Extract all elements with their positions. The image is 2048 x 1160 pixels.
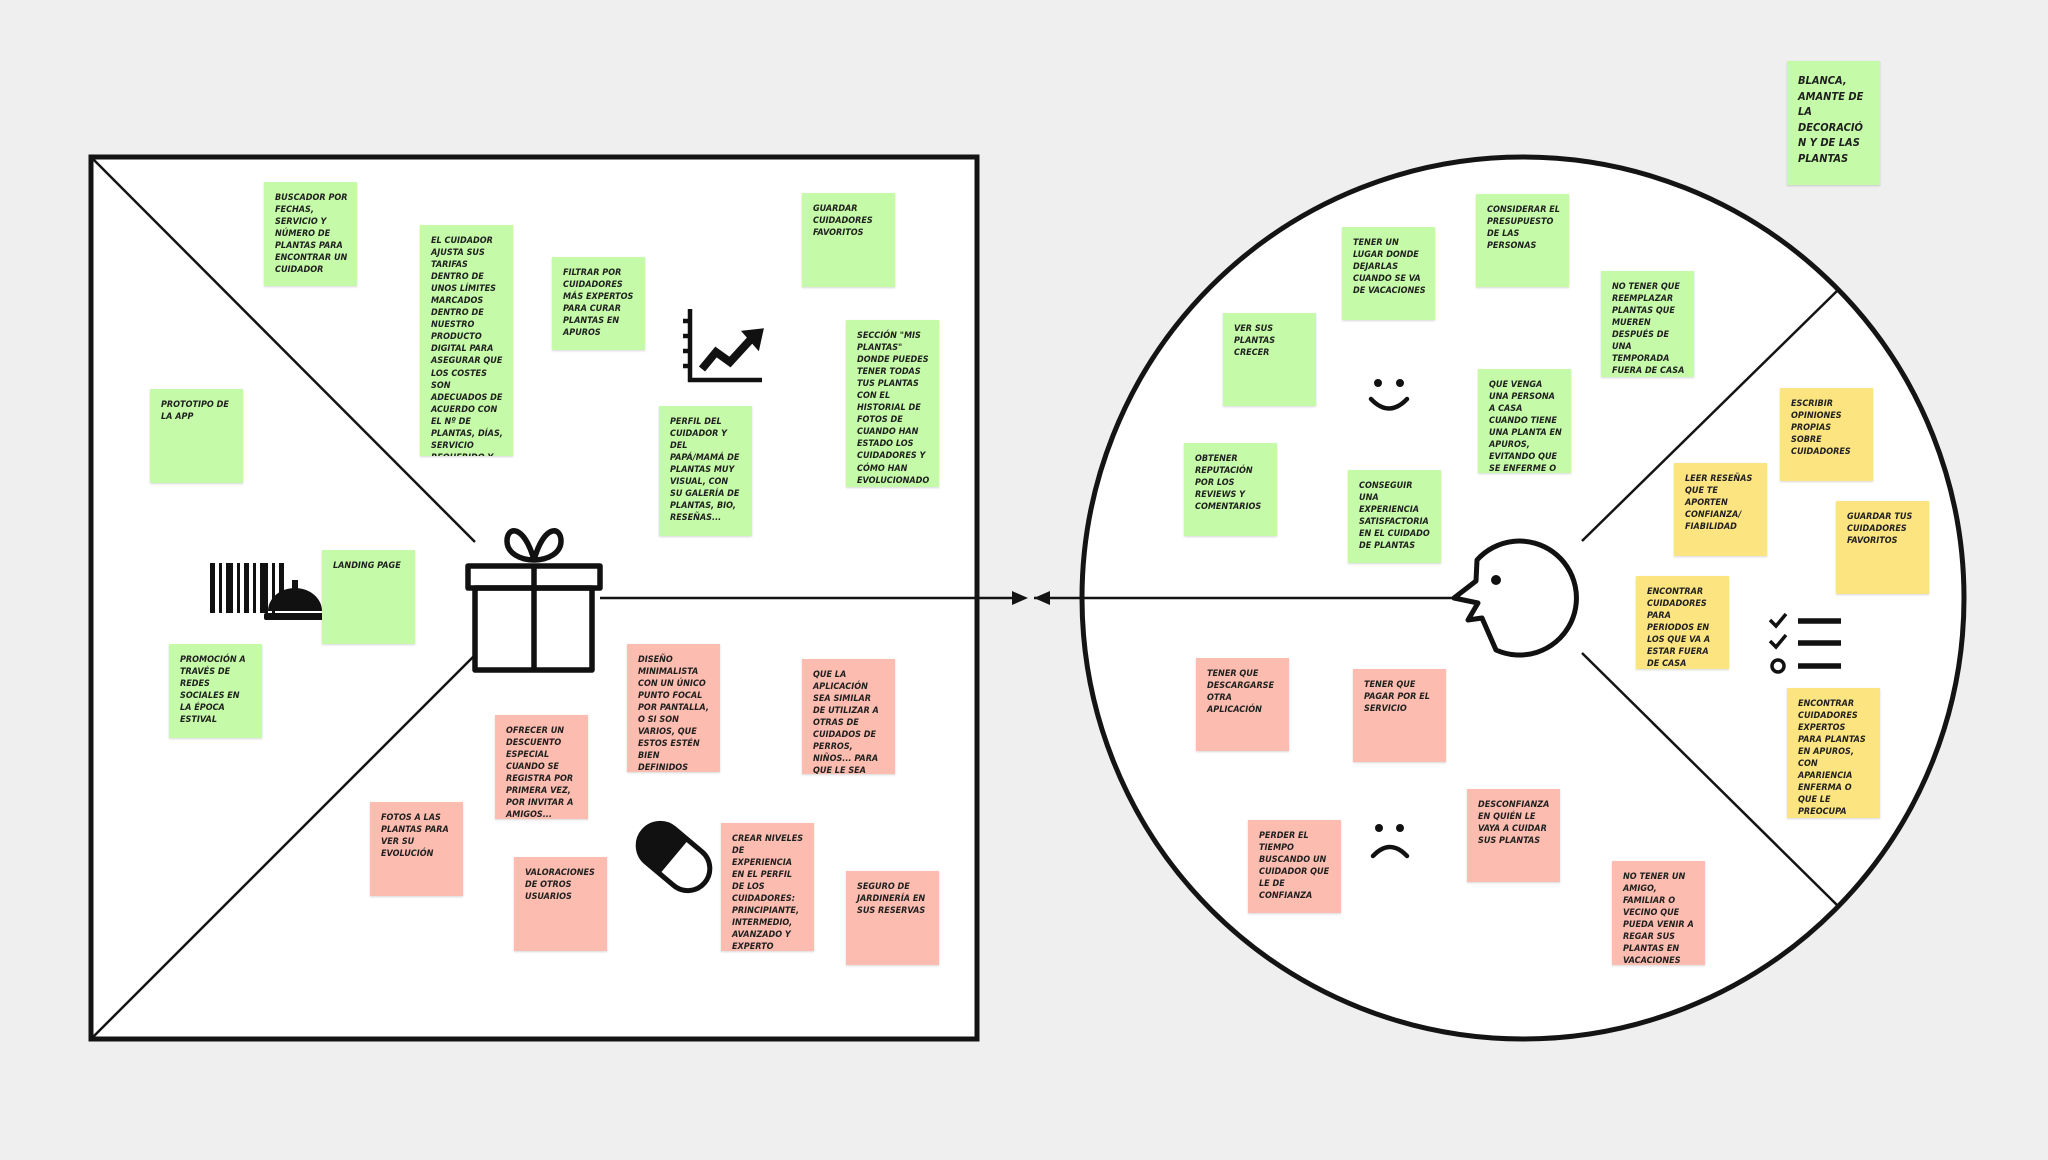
- sad-face-icon: [1370, 824, 1410, 859]
- value-map-diagonal-top: [90, 156, 476, 543]
- smiley-face-icon: [1368, 379, 1410, 411]
- gain-creator-note[interactable]: Filtrar por cuidadores más expertos para…: [552, 257, 645, 350]
- pill-icon: [635, 820, 713, 894]
- pain-reliever-note[interactable]: Diseño minimalista con un único punto fo…: [627, 644, 720, 772]
- customer-job-note[interactable]: Encontrar cuidadores expertos para plant…: [1787, 688, 1880, 818]
- arrow-left-icon: [1034, 591, 1050, 605]
- product-note[interactable]: Promoción a través de redes sociales en …: [169, 644, 262, 738]
- product-note[interactable]: Prototipo de la app: [150, 389, 243, 483]
- pain-reliever-note[interactable]: Seguro de jardinería en sus reservas: [846, 871, 939, 965]
- customer-face-icon: [1451, 538, 1579, 658]
- pain-note[interactable]: Tener que pagar por el servicio: [1353, 669, 1446, 762]
- pain-note[interactable]: Desconfianza en quién le vaya a cuidar s…: [1467, 789, 1560, 882]
- service-bell-icon: [264, 580, 326, 620]
- customer-job-note[interactable]: Encontrar cuidadores para periodos en lo…: [1636, 576, 1729, 669]
- gain-creator-note[interactable]: Sección "Mis plantas" donde puedes tener…: [846, 320, 939, 487]
- gain-note[interactable]: Conseguir una experiencia satisfactoria …: [1348, 470, 1441, 563]
- gain-creator-note[interactable]: Guardar cuidadores favoritos: [802, 193, 895, 287]
- customer-profile-divider-bottom: [1581, 652, 1839, 907]
- checklist-icon: [1768, 612, 1841, 674]
- pain-reliever-note[interactable]: Valoraciones de otros usuarios: [514, 857, 607, 951]
- gain-creator-note[interactable]: Buscador por fechas, servicio y número d…: [264, 182, 357, 286]
- gain-creator-note[interactable]: El cuidador ajusta sus tarifas dentro de…: [420, 225, 513, 456]
- gain-note[interactable]: No tener que reemplazar plantas que muer…: [1601, 271, 1694, 377]
- pain-reliever-note[interactable]: Crear niveles de experiencia en el perfi…: [721, 823, 814, 951]
- value-map-diagonal-bottom: [90, 654, 476, 1040]
- barcode-icon: [210, 563, 284, 613]
- gift-icon: [465, 528, 603, 673]
- gain-note[interactable]: Tener un lugar donde dejarlas cuando se …: [1342, 227, 1435, 320]
- gain-note[interactable]: Obtener reputación por los reviews y com…: [1184, 443, 1277, 536]
- persona-note[interactable]: Blanca, amante de la decoración y de las…: [1787, 61, 1880, 185]
- product-note[interactable]: Landing page: [322, 550, 415, 644]
- gain-creator-note[interactable]: Perfil del cuidador y del papá/mamá de p…: [659, 406, 752, 536]
- pain-note[interactable]: No tener un amigo, familiar o vecino que…: [1612, 861, 1705, 965]
- gain-note[interactable]: Considerar el presupuesto de las persona…: [1476, 194, 1569, 287]
- pain-reliever-note[interactable]: Fotos a las plantas para ver su evolució…: [370, 802, 463, 896]
- arrow-right-icon: [1012, 591, 1028, 605]
- growth-chart-icon: [683, 309, 764, 383]
- customer-profile-divider-top: [1581, 289, 1839, 542]
- gain-note[interactable]: Ver sus plantas crecer: [1223, 313, 1316, 406]
- gain-note[interactable]: Que venga una persona a casa cuando tien…: [1478, 369, 1571, 473]
- pain-note[interactable]: Perder el tiempo buscando un cuidador qu…: [1248, 820, 1341, 913]
- customer-job-note[interactable]: Leer reseñas que te aporten confianza/ f…: [1674, 463, 1767, 556]
- pain-reliever-note[interactable]: Que la aplicación sea similar de utiliza…: [802, 659, 895, 774]
- pain-note[interactable]: Tener que descargarse otra aplicación: [1196, 658, 1289, 751]
- pain-reliever-note[interactable]: Ofrecer un descuento especial cuando se …: [495, 715, 588, 819]
- customer-job-note[interactable]: Guardar tus cuidadores favoritos: [1836, 501, 1929, 594]
- customer-job-note[interactable]: Escribir opiniones propias sobre cuidado…: [1780, 388, 1873, 481]
